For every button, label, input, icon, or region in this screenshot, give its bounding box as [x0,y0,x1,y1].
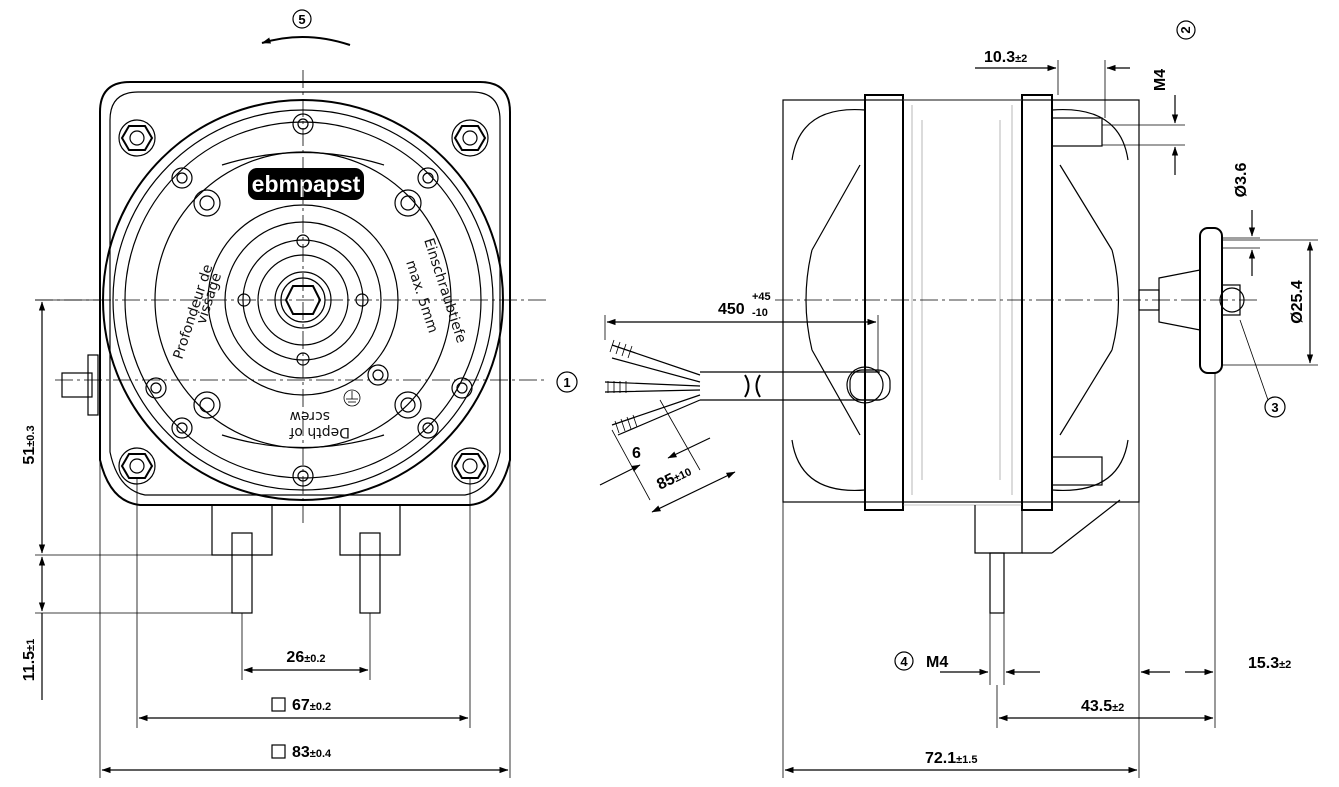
engraving-english-2: screw [289,408,330,424]
front-dimensions: 51±0.3 11.5±1 26±0.2 67±0.2 83±0.4 [21,299,511,778]
brand-logo: ebmpapst [252,171,361,197]
dim-m4-bottom: M4 [926,654,948,671]
dim-dia-25-4: Ø25.4 [1289,280,1306,324]
dim-6: 6 [632,445,641,462]
dim-26: 26±0.2 [286,649,325,666]
dim-10-3: 10.3±2 [984,49,1027,66]
screw-top-right-icon [451,119,489,157]
dim-15-3: 15.3±2 [1248,655,1291,672]
dim-67: 67±0.2 [292,697,331,714]
dim-83: 83±0.4 [292,744,332,761]
dim-450-tol-upper: +45 [752,291,771,303]
brand-badge [248,168,364,200]
dim-43-5: 43.5±2 [1081,698,1124,715]
dim-m4-top: M4 [1152,69,1169,91]
screw-top-left-icon [118,119,156,157]
dim-dia-3-6: Ø3.6 [1233,163,1250,198]
engraving-english-1: Depth of [288,424,350,440]
callout-2: 2 [1178,26,1193,33]
dim-450: 450 [718,301,745,318]
side-dimensions: 10.3±2 M4 2 Ø3.6 Ø25.4 4 M4 15 [782,20,1318,778]
ground-symbol-icon [343,389,361,407]
dim-11-5: 11.5±1 [21,639,38,681]
rotation-arrow: 5 [261,9,351,46]
cable: 450 +45 -10 6 85±10 1 [556,291,880,513]
side-view: 3 [775,94,1286,614]
callout-1: 1 [563,375,570,390]
callout-4: 4 [900,654,908,669]
dim-85: 85±10 [654,463,694,494]
dim-51: 51±0.3 [21,425,38,464]
front-view: ebmpapst Profondeur de vissage Einschrau… [35,70,550,614]
dim-450-tol-lower: -10 [752,307,768,319]
callout-3: 3 [1271,400,1278,415]
callout-5: 5 [298,12,305,27]
dim-72-1: 72.1±1.5 [925,750,977,767]
